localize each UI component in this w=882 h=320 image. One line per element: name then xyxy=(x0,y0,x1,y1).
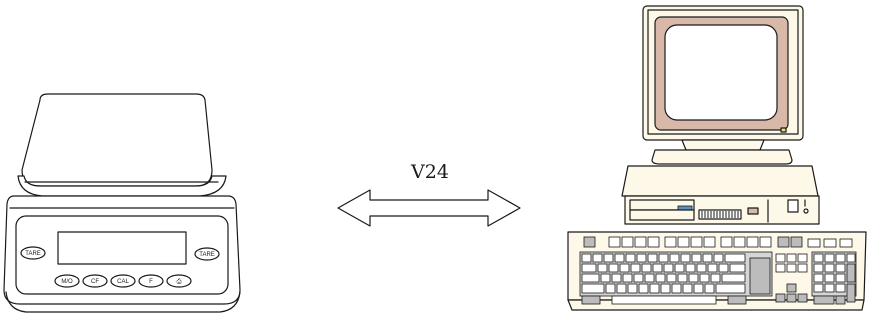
cal-label: CAL xyxy=(117,279,129,285)
monitor xyxy=(642,5,804,165)
desktop-computer xyxy=(567,5,867,311)
lab-balance: TARE TARE M/O CF CAL F ⎙ xyxy=(3,93,241,313)
v24-connection: V24 xyxy=(337,161,521,227)
cf-button[interactable]: CF xyxy=(82,274,108,288)
f-label: F xyxy=(149,279,153,285)
print-icon: ⎙ xyxy=(177,278,182,285)
monitor-screen xyxy=(664,24,778,121)
double-headed-arrow-icon xyxy=(337,189,521,227)
cf-label: CF xyxy=(91,279,99,285)
tare-right-button[interactable]: TARE xyxy=(194,247,220,261)
tare-right-label: TARE xyxy=(199,252,215,258)
f-button[interactable]: F xyxy=(138,274,164,288)
tare-left-button[interactable]: TARE xyxy=(20,246,46,260)
weighing-pan xyxy=(17,93,227,197)
keyboard xyxy=(567,231,867,311)
balance-display xyxy=(57,231,187,265)
power-switch-icon[interactable] xyxy=(787,199,799,213)
mode-label: M/O xyxy=(61,279,73,285)
connection-label: V24 xyxy=(410,161,449,183)
mode-button[interactable]: M/O xyxy=(54,274,80,288)
cal-button[interactable]: CAL xyxy=(110,274,136,288)
reset-button[interactable] xyxy=(747,207,759,215)
power-led-icon xyxy=(780,127,787,133)
system-unit xyxy=(621,165,820,225)
vent-grill xyxy=(698,209,742,220)
keyboard-keys xyxy=(579,236,857,305)
tare-left-label: TARE xyxy=(25,251,41,257)
print-button[interactable]: ⎙ xyxy=(166,274,192,288)
